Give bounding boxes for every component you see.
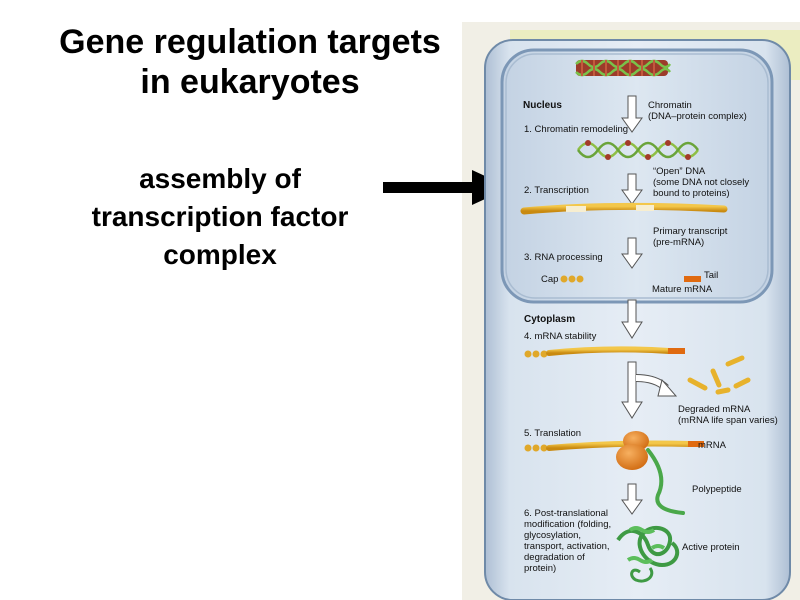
step-arrow-2-icon (621, 173, 643, 205)
chromatin-icon (575, 59, 672, 77)
callout-line-3: complex (163, 239, 277, 270)
polypeptide-icon (646, 448, 685, 515)
title-line-1: Gene regulation targets (59, 23, 441, 61)
chromatin-label: Chromatin (648, 100, 692, 111)
nucleus-label: Nucleus (523, 100, 562, 111)
mature-mrna-icon (560, 275, 701, 283)
cap-label: Cap (541, 274, 558, 285)
cytoplasm-mrna-icon (524, 346, 685, 358)
ribosome-icon (616, 431, 649, 470)
open-dna-sublabel-1: (some DNA not closely (653, 177, 749, 188)
chromatin-sublabel: (DNA–protein complex) (648, 111, 747, 122)
callout-text: assembly of transcription factor complex (60, 160, 380, 274)
step-arrow-6-icon (621, 483, 643, 515)
active-protein-icon (616, 525, 680, 583)
open-dna-icon (576, 140, 700, 160)
mature-mrna-label: Mature mRNA (652, 284, 713, 295)
mrna-label: mRNA (698, 440, 727, 451)
cytoplasm-label: Cytoplasm (524, 314, 575, 325)
nucleus-outline (500, 48, 774, 304)
step-6-label-2: modification (folding, (524, 519, 611, 530)
active-protein-label: Active protein (682, 542, 740, 553)
primary-transcript-label: Primary transcript (653, 226, 728, 237)
step-5-label: 5. Translation (524, 428, 581, 439)
step-3-label: 3. RNA processing (524, 252, 603, 263)
open-dna-sublabel-2: bound to proteins) (653, 188, 730, 199)
step-4-label: 4. mRNA stability (524, 331, 597, 342)
step-6-label-3: glycosylation, (524, 530, 581, 541)
step-arrow-1-icon (621, 95, 643, 133)
callout-line-2: transcription factor (91, 201, 349, 232)
degraded-mrna-icon (687, 355, 751, 395)
step-arrow-5-icon (621, 361, 678, 419)
degraded-mrna-label: Degraded mRNA (678, 404, 751, 415)
primary-transcript-icon (520, 202, 728, 215)
step-1-label: 1. Chromatin remodeling (524, 124, 628, 135)
step-6-label-1: 6. Post-translational (524, 508, 608, 519)
polypeptide-label: Polypeptide (692, 484, 742, 495)
callout-line-1: assembly of (139, 163, 301, 194)
tail-label: Tail (704, 270, 718, 281)
step-arrow-4-icon (621, 299, 643, 339)
open-dna-label: “Open” DNA (653, 166, 706, 177)
step-arrow-3-icon (621, 237, 643, 269)
step-2-label: 2. Transcription (524, 185, 589, 196)
degraded-mrna-sublabel: (mRNA life span varies) (678, 415, 778, 426)
title-line-2: in eukaryotes (140, 63, 360, 101)
slide-title: Gene regulation targets in eukaryotes (0, 22, 500, 102)
step-6-label-6: protein) (524, 563, 556, 574)
translation-mrna-icon (524, 440, 704, 452)
primary-transcript-sublabel: (pre-mRNA) (653, 237, 704, 248)
step-6-label-5: degradation of (524, 552, 585, 563)
step-6-label-4: transport, activation, (524, 541, 610, 552)
